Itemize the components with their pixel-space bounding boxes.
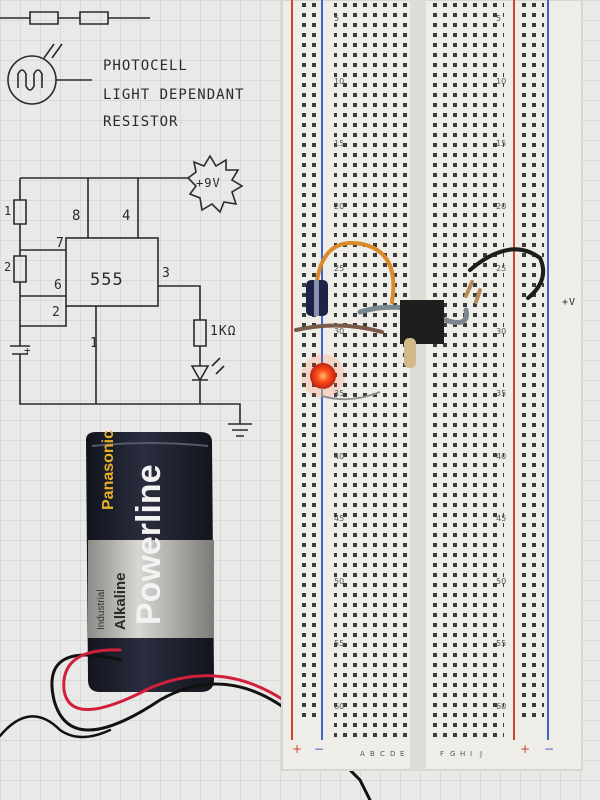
battery-model: Powerline [130,464,168,625]
note-pin-2: 2 [52,305,61,320]
row-number: 45 [334,514,345,523]
column-letter: C [380,750,385,758]
row-number: 20 [334,201,345,211]
row-number: 15 [496,139,507,148]
note-pin-8: 8 [72,208,82,224]
breadboard [281,0,583,771]
column-letter: F [440,750,445,758]
battery-brand: Panasonic [100,429,117,510]
note-plus-mark: + [24,344,32,357]
row-number: 10 [496,76,507,86]
row-number: 40 [334,451,345,461]
row-number: 35 [496,389,507,398]
row-number: 50 [334,576,345,586]
row-number: 55 [496,639,507,648]
column-letter: B [370,750,375,758]
rail-plus-right: + [520,742,531,756]
row-number: 40 [496,451,507,461]
row-number: 25 [496,264,507,273]
column-letter: I [470,750,473,758]
chip-555-box [65,237,159,307]
note-pin-7: 7 [56,236,65,251]
note-vcc: +V [562,297,577,308]
column-letter: J [480,750,483,758]
note-pin-3: 3 [162,266,171,281]
column-letter: G [450,750,456,758]
battery-grade: Industrial [96,589,107,630]
row-number: 30 [334,326,345,336]
rail-plus-left: + [292,742,303,756]
note-pin-1: 1 [90,336,99,351]
row-number: 55 [334,639,345,648]
row-number: 60 [334,701,345,711]
note-resistor-1k: 1KΩ [210,324,237,339]
note-ldr-line1: LIGHT DEPENDANT [103,87,245,103]
circuit-components [294,241,545,401]
note-supply: +9V [196,176,221,190]
schematic-sketch [0,11,252,437]
resistor [404,338,416,368]
column-letter: A [360,750,365,758]
note-side-1: 1 [4,204,13,218]
row-number: 60 [496,701,507,711]
note-ldr-line2: RESISTOR [103,114,179,130]
row-number: 10 [334,76,345,86]
row-number: 35 [334,389,345,398]
note-photocell: PHOTOCELL [103,58,188,74]
chip-555 [400,300,444,344]
note-side-2: 2 [4,260,13,274]
row-number: 45 [496,514,507,523]
note-pin-6: 6 [54,278,63,293]
row-number: 30 [496,326,507,336]
rail-minus-left: − [314,742,325,756]
row-number: 20 [496,201,507,211]
battery-9v [86,432,214,692]
row-number: 5 [496,14,502,23]
row-number: 50 [496,576,507,586]
led [310,363,336,389]
column-letter: H [460,750,466,758]
note-pin-4: 4 [122,208,132,224]
row-number: 25 [334,264,345,273]
rail-minus-right: − [544,742,555,756]
row-number: 5 [334,14,340,23]
column-letter: D [390,750,396,758]
note-chip-555: 555 [90,270,124,290]
column-letter: E [400,750,405,758]
row-number: 15 [334,139,345,148]
battery-type: Alkaline [112,572,129,630]
